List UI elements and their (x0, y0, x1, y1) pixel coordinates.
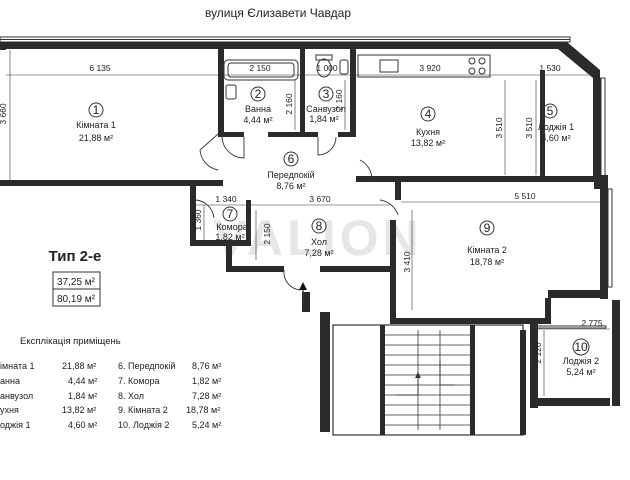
dim-3920: 3 920 (419, 63, 441, 73)
legend-item-name: анна (0, 376, 20, 386)
door-swings (195, 133, 399, 291)
bathtub (223, 59, 299, 81)
legend-item-name: оджія 1 (0, 420, 30, 430)
legend-item-area: 7,28 м² (192, 391, 221, 401)
dim-1000: 1 000 (316, 63, 338, 73)
legend-item-name: 7. Комора (118, 376, 159, 386)
room-4: 4 Кухня 13,82 м² (411, 106, 445, 148)
room-area: 4,44 м² (243, 115, 272, 125)
legend-item-name: анвузол (0, 391, 33, 401)
room-name: Кімната 1 (76, 120, 116, 130)
stairwell (332, 324, 524, 436)
room-8: 8 Хол 7,28 м² (304, 218, 334, 258)
legend-right: 6. Передпокій 8,76 м² 7. Комора 1,82 м² … (118, 361, 221, 430)
dim-2160-wc: 2 160 (334, 89, 344, 111)
dim-2120: 2 120 (533, 342, 543, 364)
room-name: Санвузол (306, 104, 346, 114)
dim-3670: 3 670 (309, 194, 331, 204)
area-living: 37,25 м² (57, 277, 96, 288)
toilet (316, 58, 332, 78)
room-10: 10 Лоджія 2 5,24 м² (563, 338, 599, 377)
kitchen-counter (357, 54, 491, 78)
room-2: 2 Ванна 4,44 м² (243, 86, 273, 125)
legend-item-area: 13,82 м² (62, 405, 96, 415)
room-number: 8 (316, 219, 323, 233)
room-name: Кімната 2 (467, 245, 507, 255)
room-number: 7 (227, 207, 234, 221)
dim-6135: 6 135 (89, 63, 111, 73)
dim-3510-kitchen: 3 510 (494, 117, 504, 139)
room-area: 21,88 м² (79, 133, 113, 143)
legend-item-area: 18,78 м² (186, 405, 220, 415)
legend-left: імната 1 21,88 м² анна 4,44 м² анвузол 1… (0, 361, 97, 430)
legend-item-area: 4,44 м² (68, 376, 97, 386)
room-area: 8,76 м² (276, 181, 305, 191)
room-number: 4 (425, 107, 432, 121)
dim-2775: 2 775 (581, 318, 603, 328)
room-area: 7,28 м² (304, 248, 333, 258)
legend-title: Експлікація приміщень (20, 336, 121, 347)
room-9: 9 Кімната 2 18,78 м² (467, 220, 507, 267)
dim-1340: 1 340 (215, 194, 237, 204)
legend-item-name: ухня (0, 405, 19, 415)
legend-item-area: 5,24 м² (192, 420, 221, 430)
room-number: 3 (323, 87, 330, 101)
room-name: Передпокій (267, 170, 314, 180)
legend-item-name: 9. Кімната 2 (118, 405, 168, 415)
room-name: Лоджія 1 (538, 122, 574, 132)
area-total: 80,19 м² (57, 294, 96, 305)
room-1: 1 Кімната 1 21,88 м² (76, 102, 116, 143)
dim-3660: 3 660 (0, 103, 8, 125)
legend-item-area: 1,84 м² (68, 391, 97, 401)
legend-item-name: 10. Лоджія 2 (118, 420, 169, 430)
room-name: Лоджія 2 (563, 356, 599, 366)
room-number: 1 (93, 103, 100, 117)
dim-2150-hall: 2 150 (262, 223, 272, 245)
room-area: 5,24 м² (566, 367, 595, 377)
room-number: 5 (547, 104, 554, 118)
type-label: Тип 2-е (49, 248, 102, 265)
room-6: 6 Передпокій 8,76 м² (267, 151, 315, 191)
exterior-wall (0, 42, 558, 49)
room-name: Комора (216, 222, 247, 232)
dim-2150: 2 150 (249, 63, 271, 73)
dim-3510-loggia: 3 510 (524, 117, 534, 139)
legend-item-area: 21,88 м² (62, 361, 96, 371)
room-name: Кухня (416, 127, 440, 137)
legend-item-area: 4,60 м² (68, 420, 97, 430)
legend-item-name: 8. Хол (118, 391, 144, 401)
legend-item-name: 6. Передпокій (118, 361, 175, 371)
legend-item-area: 8,76 м² (192, 361, 221, 371)
room-5: 5 Лоджія 1 4,60 м² (538, 103, 574, 143)
room-name: Хол (311, 237, 327, 247)
room-area: 4,60 м² (541, 133, 570, 143)
dim-3410: 3 410 (402, 251, 412, 273)
room-number: 2 (255, 87, 262, 101)
room-number: 6 (288, 152, 295, 166)
dim-5510: 5 510 (514, 191, 536, 201)
legend-item-name: імната 1 (0, 361, 35, 371)
dim-2160-bath: 2 160 (284, 93, 294, 115)
legend-item-area: 1,82 м² (192, 376, 221, 386)
room-number: 10 (574, 340, 588, 354)
room-number: 9 (484, 221, 491, 235)
room-area: 18,78 м² (470, 257, 504, 267)
dim-1360: 1 360 (193, 209, 203, 231)
street-name: вулиця Єлизавети Чавдар (205, 6, 351, 20)
dim-1530: 1 530 (539, 63, 561, 73)
room-area: 1,82 м² (215, 232, 244, 242)
room-name: Ванна (245, 104, 271, 114)
room-7: 7 Комора 1,82 м² (215, 206, 248, 242)
room-3: 3 Санвузол 1,84 м² (306, 86, 346, 124)
room-area: 1,84 м² (309, 114, 338, 124)
room-area: 13,82 м² (411, 138, 445, 148)
